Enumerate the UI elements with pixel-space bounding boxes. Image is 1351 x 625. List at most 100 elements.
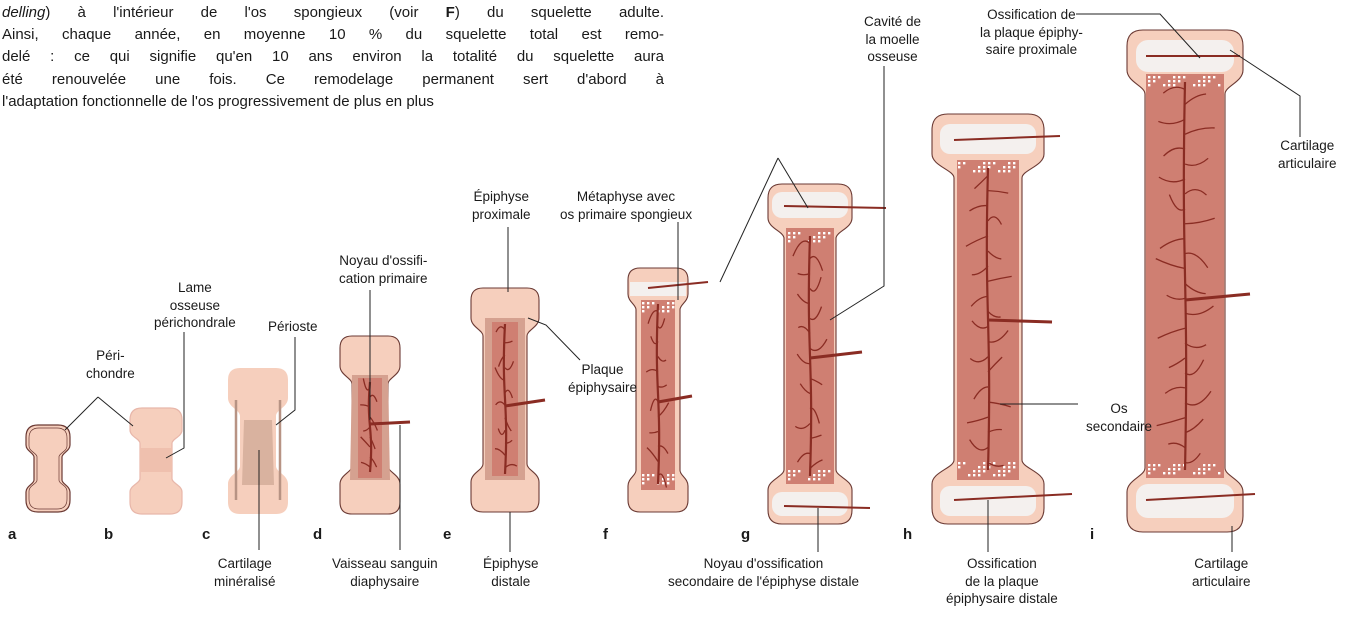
bone-trabecula (1003, 470, 1005, 472)
bone-trabecula (647, 306, 649, 308)
bone-trabecula (993, 474, 995, 476)
bone-trabecula (973, 470, 975, 472)
stage-g-distal-center (772, 492, 848, 516)
label-cartilage-articulaire-bottom: Cartilagearticulaire (1192, 555, 1251, 590)
bone-trabecula (983, 170, 985, 172)
bone-trabecula (1158, 76, 1160, 78)
bone-trabecula (1203, 84, 1205, 86)
bone-trabecula (642, 482, 644, 484)
bone-trabecula (667, 310, 669, 312)
bone-trabecula (1198, 468, 1200, 470)
bone-trabecula (1013, 462, 1015, 464)
bone-trabecula (1183, 76, 1185, 78)
bone-trabecula (1193, 472, 1195, 474)
bone-trabecula (978, 474, 980, 476)
bone-trabecula (813, 474, 815, 476)
bone-trabecula (1153, 464, 1155, 466)
bone-trabecula (983, 466, 985, 468)
bone-trabecula (1173, 472, 1175, 474)
bone-trabecula (828, 232, 830, 234)
label-ossif-proximale: Ossification dela plaque épiphy-saire pr… (980, 6, 1083, 59)
bone-trabecula (647, 474, 649, 476)
label-metaphyse: Métaphyse avecos primaire spongieux (560, 188, 692, 223)
label-noyau-primaire: Noyau d'ossifi-cation primaire (339, 252, 428, 287)
bone-trabecula (662, 310, 664, 312)
bone-trabecula (1003, 170, 1005, 172)
stage-letter-f: f (603, 526, 608, 543)
bone-trabecula (672, 302, 674, 304)
bone-trabecula (642, 478, 644, 480)
bone-trabecula (998, 474, 1000, 476)
bone-trabecula (973, 474, 975, 476)
bone-trabecula (1148, 76, 1150, 78)
bone-trabecula (978, 166, 980, 168)
stage-letter-c: c (202, 526, 210, 543)
label-plaque-epiphysaire: Plaqueépiphysaire (568, 361, 637, 396)
bone-trabecula (1178, 464, 1180, 466)
bone-trabecula (983, 470, 985, 472)
bone-trabecula (1008, 470, 1010, 472)
bone-trabecula (1163, 472, 1165, 474)
stage-letter-h: h (903, 526, 912, 543)
stage-i-distal-epiphysis (1136, 484, 1234, 518)
stage-letter-i: i (1090, 526, 1094, 543)
bone-trabecula (823, 232, 825, 234)
bone-trabecula (652, 302, 654, 304)
label-vaisseau-sanguin: Vaisseau sanguindiaphysaire (332, 555, 438, 590)
bone-trabecula (672, 474, 674, 476)
leader-perichondre-a (65, 397, 98, 430)
stage-g-proximal-center (772, 192, 848, 218)
leader-perichondre-b (98, 397, 133, 426)
stage-f-model (628, 268, 708, 512)
bone-trabecula (667, 482, 669, 484)
bone-trabecula (1208, 76, 1210, 78)
bone-trabecula (667, 306, 669, 308)
bone-trabecula (642, 302, 644, 304)
stage-h-model (932, 114, 1072, 524)
bone-trabecula (1178, 80, 1180, 82)
bone-trabecula (1203, 80, 1205, 82)
bone-trabecula (667, 478, 669, 480)
bone-trabecula (958, 166, 960, 168)
bone-trabecula (1203, 464, 1205, 466)
stage-letter-e: e (443, 526, 451, 543)
bone-trabecula (1148, 472, 1150, 474)
label-perioste: Périoste (268, 318, 318, 336)
bone-trabecula (1008, 170, 1010, 172)
bone-trabecula (788, 478, 790, 480)
bone-trabecula (647, 302, 649, 304)
bone-trabecula (808, 478, 810, 480)
bone-trabecula (978, 470, 980, 472)
bone-trabecula (983, 462, 985, 464)
bone-trabecula (983, 166, 985, 168)
bone-trabecula (958, 462, 960, 464)
bone-trabecula (818, 478, 820, 480)
bone-trabecula (1153, 468, 1155, 470)
bone-trabecula (813, 236, 815, 238)
bone-trabecula (1173, 84, 1175, 86)
bone-trabecula (1213, 464, 1215, 466)
bone-trabecula (1193, 84, 1195, 86)
bone-trabecula (818, 232, 820, 234)
bone-trabecula (1148, 84, 1150, 86)
bone-trabecula (1153, 76, 1155, 78)
label-cartilage-mineralise: Cartilageminéralisé (214, 555, 276, 590)
bone-trabecula (978, 466, 980, 468)
stage-letter-b: b (104, 526, 113, 543)
bone-trabecula (642, 306, 644, 308)
bone-trabecula (968, 474, 970, 476)
bone-trabecula (983, 162, 985, 164)
bone-trabecula (1218, 472, 1220, 474)
label-perichondre: Péri-chondre (86, 347, 135, 382)
bone-trabecula (793, 236, 795, 238)
bone-trabecula (788, 474, 790, 476)
bone-trabecula (963, 462, 965, 464)
stage-letter-g: g (741, 526, 750, 543)
bone-trabecula (798, 232, 800, 234)
bone-trabecula (1008, 162, 1010, 164)
bone-trabecula (1168, 468, 1170, 470)
bone-trabecula (1008, 466, 1010, 468)
